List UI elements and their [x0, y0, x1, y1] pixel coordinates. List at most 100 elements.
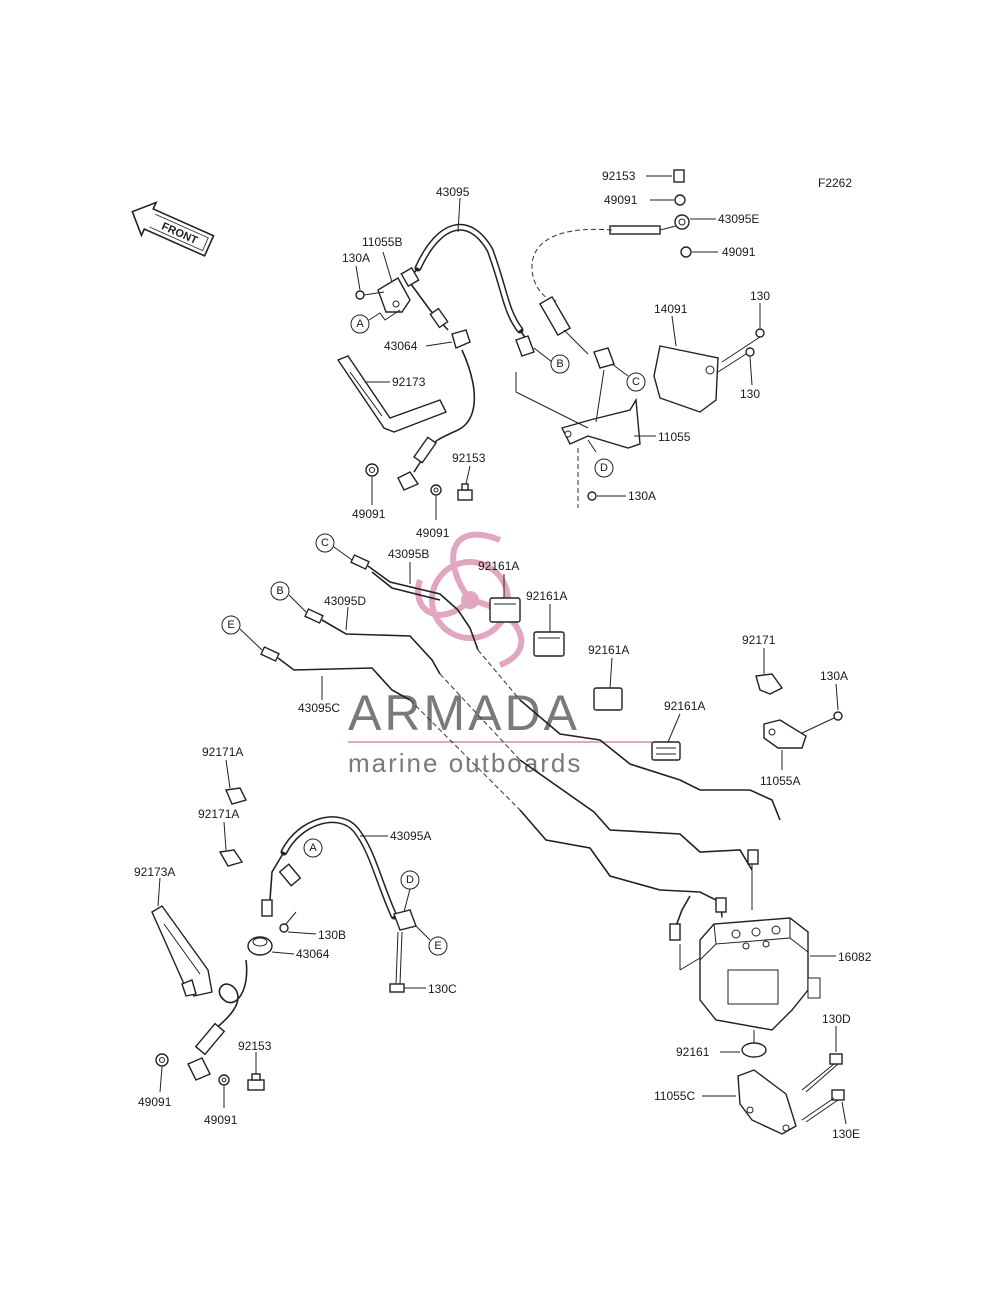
label-92153-3: 92153	[238, 1039, 272, 1053]
leader-92153-1	[465, 465, 471, 485]
svg-text:C: C	[632, 376, 640, 388]
leader-43064-1	[425, 341, 453, 347]
bolt-130A-1	[355, 290, 385, 300]
label-43095E: 43095E	[718, 212, 759, 226]
label-130-2: 130	[740, 387, 760, 401]
label-92171A-2: 92171A	[198, 807, 239, 821]
washer-49091-1	[365, 463, 379, 477]
grommet-43064-1	[451, 329, 471, 349]
leader-43095	[457, 197, 461, 233]
bracket-11055A	[763, 719, 807, 749]
label-11055A: 11055A	[760, 774, 800, 788]
label-92161A-4: 92161A	[664, 699, 705, 713]
label-130D: 130D	[822, 1012, 851, 1026]
clip-92171	[755, 673, 784, 695]
label-49091-5: 49091	[138, 1095, 172, 1109]
label-16082: 16082	[838, 950, 872, 964]
svg-text:B: B	[556, 358, 563, 370]
bolt-130A-2	[577, 448, 597, 508]
leader-49091-5	[159, 1066, 163, 1093]
damper-92161	[741, 1030, 767, 1058]
leader-92161A-4	[667, 713, 681, 743]
label-11055: 11055	[658, 430, 691, 444]
front-brake-hose-43095	[400, 223, 529, 343]
label-43095C: 43095C	[298, 701, 340, 715]
label-43064-1: 43064	[384, 339, 418, 353]
svg-text:A: A	[309, 842, 317, 854]
clip-92171A-2	[218, 849, 244, 867]
leader-43095D	[345, 606, 349, 631]
svg-text:A: A	[356, 318, 364, 330]
leader-92173A	[157, 877, 161, 907]
label-92173A: 92173A	[134, 865, 175, 879]
svg-text:D: D	[600, 462, 608, 474]
label-49091-3: 49091	[604, 193, 638, 207]
bolt-130B	[279, 911, 297, 933]
label-92153-2: 92153	[602, 169, 636, 183]
bracket-11055	[515, 369, 641, 449]
clamp-B	[515, 335, 553, 363]
label-92161A-1: 92161A	[478, 559, 519, 573]
bracket-92173A	[151, 905, 213, 997]
cover-14091	[653, 345, 719, 413]
leader-130E	[841, 1101, 847, 1125]
grommet-43064-2	[247, 936, 273, 956]
callout-A-bottom: A	[303, 838, 323, 858]
leader-92171A-2	[223, 821, 227, 851]
bracket-92173	[336, 355, 447, 433]
svg-text:D: D	[406, 874, 414, 886]
label-130E: 130E	[832, 1127, 860, 1141]
bolt-130D	[801, 1053, 843, 1093]
callout-E-mid: E	[221, 615, 241, 635]
watermark: ARMADA marine outboards	[348, 531, 652, 778]
label-92153-1: 92153	[452, 451, 486, 465]
leader-43064-2	[271, 951, 295, 955]
rear-hose-lower	[187, 959, 248, 1081]
svg-text:E: E	[227, 619, 234, 631]
label-92173: 92173	[392, 375, 426, 389]
callout-C-mid: C	[315, 533, 335, 553]
diagram-code: F2262	[818, 176, 852, 190]
callout-E-bottom: E	[415, 925, 448, 956]
callout-C-top: C	[626, 372, 646, 392]
washer-49091-3	[674, 194, 686, 206]
abs-hydraulic-unit-16082	[669, 849, 821, 1031]
leader-11055B	[382, 251, 393, 283]
callout-B-mid: B	[270, 581, 290, 601]
bracket-11055C	[737, 1069, 797, 1135]
label-92161A-2: 92161A	[526, 589, 567, 603]
leader-92171A-1	[225, 759, 231, 789]
brake-line-lower-left	[397, 349, 476, 491]
callout-D-top: D	[587, 439, 614, 478]
leader-14091	[671, 315, 677, 347]
label-43064-2: 43064	[296, 947, 330, 961]
washer-49091-5	[155, 1053, 169, 1067]
svg-text:B: B	[276, 585, 283, 597]
label-130B: 130B	[318, 928, 346, 942]
label-43095B: 43095B	[388, 547, 429, 561]
bolt-130-1	[721, 328, 765, 363]
front-arrow-icon: FRONT	[131, 201, 215, 257]
label-49091-4: 49091	[722, 245, 756, 259]
label-43095: 43095	[436, 185, 470, 199]
leader-130A-1	[355, 265, 361, 291]
label-11055C: 11055C	[654, 1089, 695, 1103]
banjo-bolt-92153-2	[673, 169, 685, 183]
rear-brake-hose-43095A	[261, 816, 398, 920]
leader-130A-3	[835, 683, 839, 711]
label-92171: 92171	[742, 633, 776, 647]
label-130-1: 130	[750, 289, 770, 303]
bolt-130-2	[717, 347, 755, 373]
bolt-130E	[801, 1089, 845, 1123]
callout-B-top: B	[550, 354, 570, 374]
washer-49091-2	[430, 484, 442, 496]
banjo-bolt-92153-1	[457, 483, 473, 501]
label-11055B: 11055B	[362, 235, 402, 249]
clip-92171A-1	[224, 787, 248, 805]
clamp-C	[593, 347, 629, 377]
label-130A-1: 130A	[342, 251, 370, 265]
label-43095A: 43095A	[390, 829, 431, 843]
washer-49091-6	[218, 1074, 230, 1086]
bolt-130A-3	[799, 711, 843, 735]
